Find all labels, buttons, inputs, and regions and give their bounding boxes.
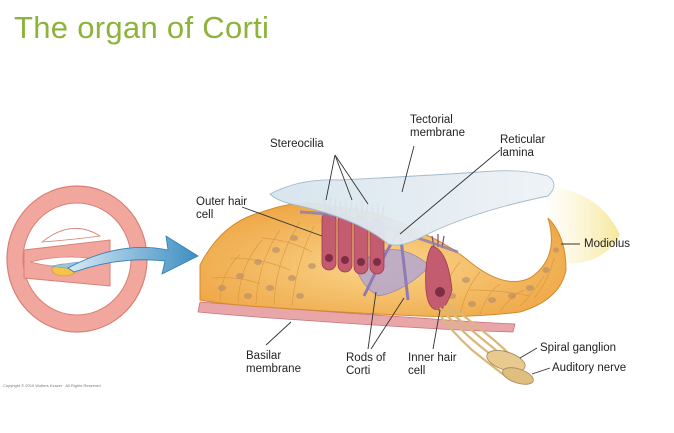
cell-texture xyxy=(211,221,555,316)
label-reticular-line1: Reticular xyxy=(500,134,546,146)
label-outer-hair-line1: Outer hair xyxy=(196,196,248,208)
label-inner-hair-line1: Inner hair xyxy=(408,352,457,364)
label-tectorial-membrane: Tectorial membrane xyxy=(410,114,465,140)
label-outer-hair-cell: Outer hair cell xyxy=(196,196,247,222)
label-stereocilia: Stereocilia xyxy=(270,138,324,151)
auditory-nerve-body xyxy=(502,367,534,385)
label-inner-hair-cell: Inner hair cell xyxy=(408,352,457,378)
label-spiral-ganglion-text: Spiral ganglion xyxy=(540,342,617,354)
copyright-notice: Copyright © 2010 Wolters Kluwer · All Ri… xyxy=(3,383,101,388)
label-rods-line1: Rods of xyxy=(346,352,386,364)
label-stereocilia-text: Stereocilia xyxy=(270,138,324,150)
inner-hair-cell xyxy=(425,245,453,311)
label-inner-hair-line2: cell xyxy=(408,365,426,377)
label-outer-hair-line2: cell xyxy=(196,209,214,221)
label-tectorial-line2: membrane xyxy=(410,127,465,139)
label-modiolus-text: Modiolus xyxy=(584,238,631,250)
scala-media xyxy=(40,227,102,243)
label-basilar-membrane: Basilar membrane xyxy=(246,350,301,376)
label-basilar-line2: membrane xyxy=(246,363,301,375)
label-spiral-ganglion: Spiral ganglion xyxy=(540,342,616,355)
label-tectorial-line1: Tectorial xyxy=(410,114,453,126)
label-rods-of-corti: Rods of Corti xyxy=(346,352,386,378)
label-modiolus: Modiolus xyxy=(584,238,630,251)
label-auditory-nerve: Auditory nerve xyxy=(552,362,626,375)
label-basilar-line1: Basilar xyxy=(246,350,282,362)
label-auditory-nerve-text: Auditory nerve xyxy=(552,362,627,374)
label-reticular-line2: lamina xyxy=(500,147,534,159)
label-reticular-lamina: Reticular lamina xyxy=(500,134,545,160)
tectorial-membrane xyxy=(269,170,555,246)
slide-title: The organ of Corti xyxy=(14,10,270,45)
leader-lines xyxy=(241,145,580,375)
label-rods-line2: Corti xyxy=(346,365,371,377)
magnify-arrow xyxy=(67,235,199,275)
